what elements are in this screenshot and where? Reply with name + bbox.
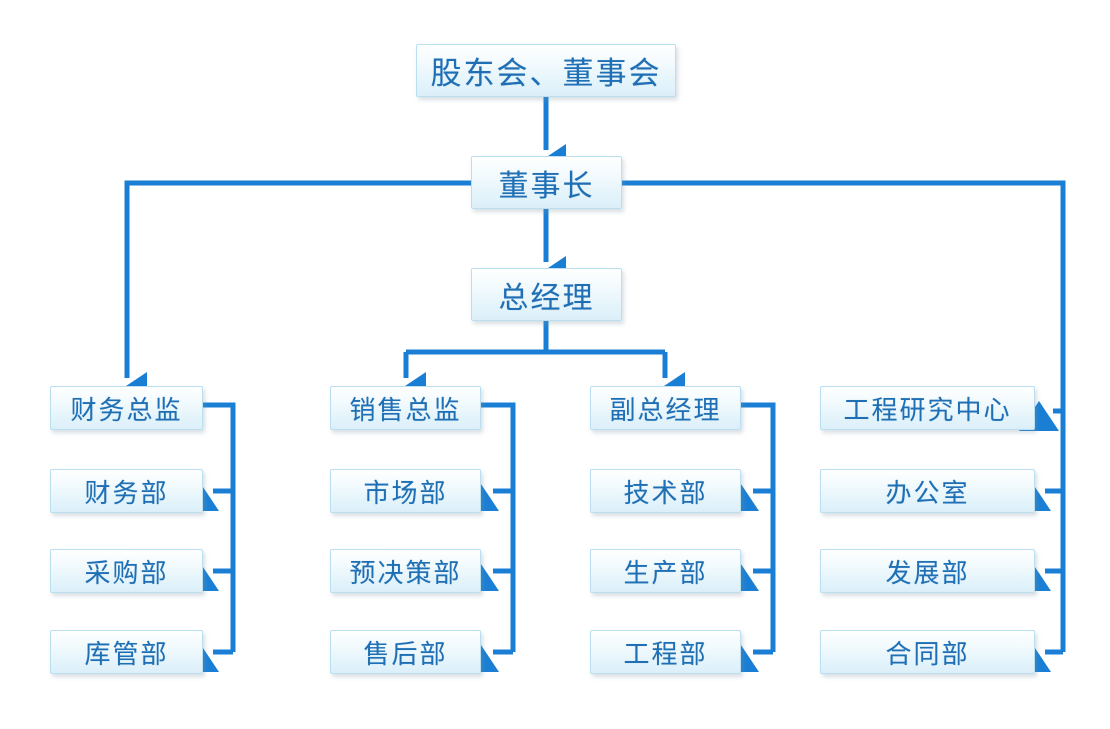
node-dept-development[interactable]: 发展部 xyxy=(820,549,1035,593)
node-dept-after-sales[interactable]: 售后部 xyxy=(330,630,481,674)
node-dept-office[interactable]: 办公室 xyxy=(820,469,1035,513)
node-dept-contract-label: 合同部 xyxy=(885,639,970,669)
node-dept-warehouse[interactable]: 库管部 xyxy=(50,630,203,674)
node-dept-procurement-label: 采购部 xyxy=(84,558,169,588)
edge-chairman-to-erc xyxy=(622,180,1066,431)
node-dept-technology[interactable]: 技术部 xyxy=(590,469,741,513)
node-dept-marketing-label: 市场部 xyxy=(363,478,448,508)
node-dept-after-sales-label: 售后部 xyxy=(363,639,448,669)
edge-col1-spine xyxy=(203,402,236,652)
node-chairman-label: 董事长 xyxy=(498,169,595,203)
edge-col2-spine xyxy=(481,402,516,652)
node-board-label: 股东会、董事会 xyxy=(430,56,662,91)
node-dept-development-label: 发展部 xyxy=(885,558,970,588)
node-chairman[interactable]: 董事长 xyxy=(471,156,622,209)
node-dept-technology-label: 技术部 xyxy=(623,478,708,508)
node-head-deputy-general-manager[interactable]: 副总经理 xyxy=(590,386,741,430)
node-dept-engineering[interactable]: 工程部 xyxy=(590,630,741,674)
node-dept-finance[interactable]: 财务部 xyxy=(50,469,203,513)
node-dept-marketing[interactable]: 市场部 xyxy=(330,469,481,513)
node-dept-procurement[interactable]: 采购部 xyxy=(50,549,203,593)
node-board[interactable]: 股东会、董事会 xyxy=(416,44,676,97)
node-dept-office-label: 办公室 xyxy=(885,478,970,508)
node-dept-engineering-label: 工程部 xyxy=(623,639,708,669)
node-dept-warehouse-label: 库管部 xyxy=(84,639,169,669)
node-head-finance-director[interactable]: 财务总监 xyxy=(50,386,203,430)
node-head-deputy-general-manager-label: 副总经理 xyxy=(609,395,722,425)
node-dept-pre-decision[interactable]: 预决策部 xyxy=(330,549,481,593)
edge-col3-spine xyxy=(741,402,776,652)
node-dept-pre-decision-label: 预决策部 xyxy=(349,558,462,588)
node-dept-finance-label: 财务部 xyxy=(84,478,169,508)
node-head-sales-director-label: 销售总监 xyxy=(349,395,462,425)
node-dept-production[interactable]: 生产部 xyxy=(590,549,741,593)
node-general-manager-label: 总经理 xyxy=(498,281,595,315)
node-head-engineering-research-center[interactable]: 工程研究中心 xyxy=(820,386,1035,430)
node-head-sales-director[interactable]: 销售总监 xyxy=(330,386,481,430)
node-dept-production-label: 生产部 xyxy=(623,558,708,588)
node-head-engineering-research-center-label: 工程研究中心 xyxy=(843,395,1012,425)
node-general-manager[interactable]: 总经理 xyxy=(471,268,622,321)
node-dept-contract[interactable]: 合同部 xyxy=(820,630,1035,674)
edge-chairman-to-finance-director xyxy=(117,180,471,412)
node-head-finance-director-label: 财务总监 xyxy=(70,395,183,425)
